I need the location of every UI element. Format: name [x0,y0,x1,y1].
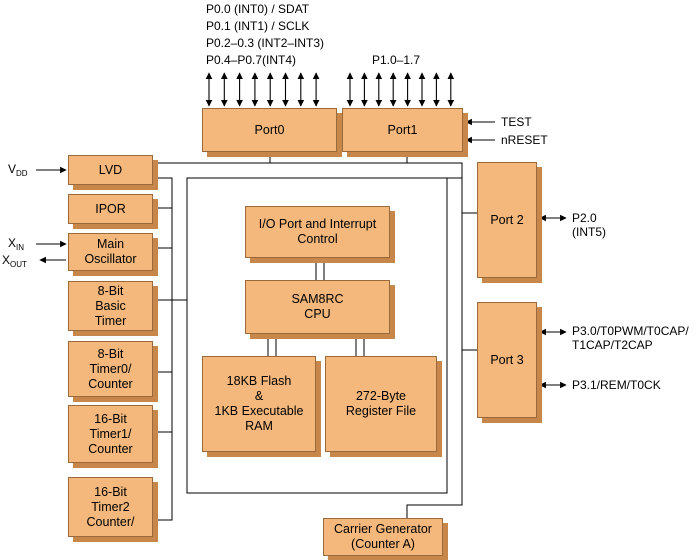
top-bus-3 [407,162,477,214]
cpu-block: SAM8RC CPU [245,280,390,334]
p0-signal-3: P0.4–P0.7(INT4) [206,53,297,67]
timer1-block: 16-Bit Timer1/ Counter [68,405,153,463]
basic-timer-block: 8-Bit Basic Timer [68,281,153,331]
timer0-block: 8-Bit Timer0/ Counter [68,341,153,397]
carrier-generator-block: Carrier Generator (Counter A) [323,518,443,556]
p31-signal: P3.1/REM/T0CK [572,378,661,392]
top-bus [153,152,271,164]
ipor-block: IPOR [68,194,153,224]
xout-signal: XOUT [2,253,27,272]
xout-signal-sub: OUT [10,260,27,269]
flash-ram-block: 18KB Flash & 1KB Executable RAM [202,356,316,452]
vdd-signal-sub: DD [16,169,28,178]
port3-block: Port 3 [477,302,537,418]
test-signal: TEST [501,115,532,129]
xin-signal: XIN [8,236,24,255]
p30-signal: P3.0/T0PWM/T0CAP/ T1CAP/T2CAP [572,324,689,352]
port1-block: Port1 [342,108,463,152]
p0-signal-1: P0.1 (INT1) / SCLK [206,19,310,33]
port0-bus-arrows [205,72,320,107]
register-file-block: 272-Byte Register File [325,356,437,452]
timer2-block: 16-Bit Timer2 Counter/ [68,477,153,537]
p0-signal-2: P0.2–0.3 (INT2–INT3) [206,36,325,50]
top-bus-2 [270,152,408,164]
lvd-block: LVD [68,155,153,185]
port0-block: Port0 [202,108,337,152]
left-bus-b [153,299,173,521]
right-bus [406,213,463,518]
left-bus-a [153,177,173,249]
xin-signal-main: X [8,236,17,250]
port1-bus-arrows [346,72,455,107]
nreset-signal: nRESET [501,133,548,147]
xout-signal-main: X [2,253,11,267]
port2-block: Port 2 [477,162,537,278]
xin-signal-sub: IN [16,243,25,252]
vdd-signal: VDD [8,162,28,181]
p1-signal: P1.0–1.7 [372,53,421,67]
core-box [186,177,448,494]
vdd-signal-main: V [8,162,17,176]
p0-signal-0: P0.0 (INT0) / SDAT [206,2,310,16]
p2-signal: P2.0 (INT5) [572,211,606,239]
main-oscillator-block: Main Oscillator [68,233,153,271]
io-interrupt-block: I/O Port and Interrupt Control [245,206,390,258]
